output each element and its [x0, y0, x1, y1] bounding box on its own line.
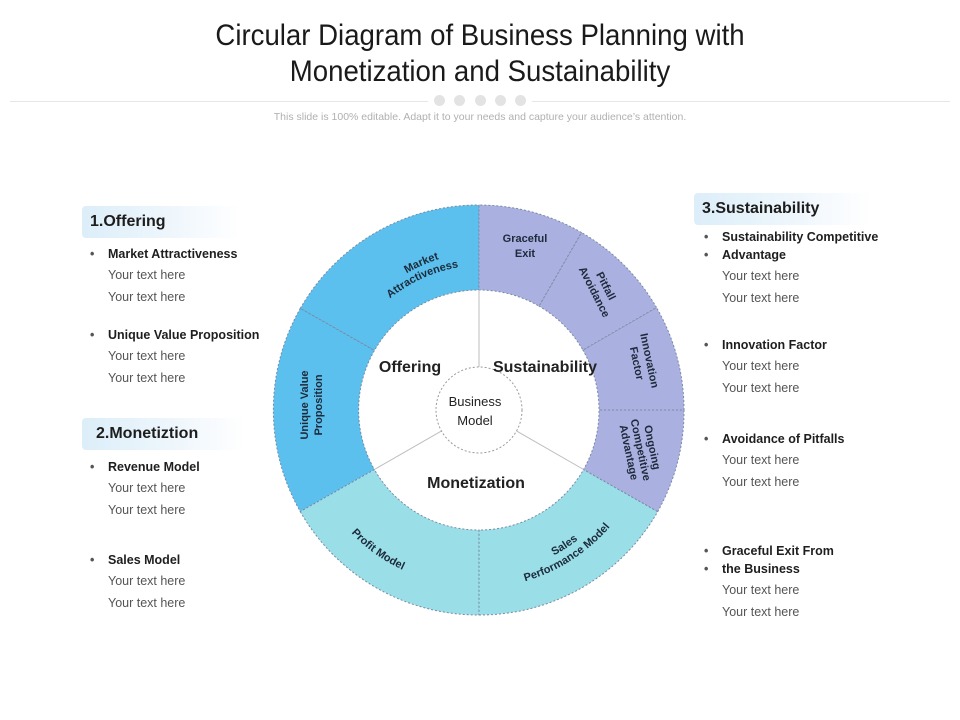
- divider-dot: [494, 95, 506, 106]
- item-text: Your text here: [722, 605, 800, 619]
- segment-ongoing-competitive-advantage: [582, 409, 685, 513]
- item-text: Your text here: [108, 349, 186, 363]
- inner-divider-right: [515, 429, 584, 470]
- item-title: Sales Model: [90, 551, 290, 570]
- segment-graceful-exit: [478, 204, 583, 307]
- sustainability-header: 3.Sustainability: [694, 193, 872, 225]
- subtitle: This slide is 100% editable. Adapt it to…: [273, 111, 687, 123]
- title-line-1: Circular Diagram of Business Planning wi…: [215, 19, 745, 52]
- item-title: Avoidance of Pitfalls: [704, 430, 924, 449]
- item-text: Your text here: [108, 290, 186, 304]
- divider-dot: [454, 95, 466, 106]
- item-text: Your text here: [108, 371, 186, 385]
- divider-dots: [428, 95, 532, 107]
- item-text: Your text here: [722, 453, 800, 467]
- segment-market-attractiveness: [299, 204, 480, 352]
- inner-label-offering: Offering: [379, 359, 441, 376]
- divider-dot: [515, 95, 526, 106]
- segment-label-text: Unique Value: [299, 370, 311, 439]
- segment-sales-performance-model: [478, 468, 659, 616]
- item-text: Your text here: [722, 381, 800, 395]
- divider-dot: [434, 95, 445, 106]
- item-title: Market Attractiveness: [90, 245, 290, 264]
- item-title: Revenue Model: [90, 458, 290, 477]
- item-title: Graceful Exit From: [704, 542, 924, 561]
- offering-header: 1.Offering: [82, 206, 240, 238]
- item-text: Your text here: [722, 359, 800, 373]
- sustainability-item-innovation-factor: Innovation Factor Your text here Your te…: [704, 336, 924, 399]
- divider-dot: [474, 95, 486, 106]
- item-title: Unique Value Proposition: [90, 326, 290, 345]
- monetization-header: 2.Monetiztion: [82, 418, 246, 450]
- item-title-cont: the Business: [704, 560, 924, 579]
- segment-label-graceful-exit-1: Graceful: [503, 233, 548, 245]
- title-line-2: Monetization and Sustainability: [289, 55, 671, 88]
- item-text: Your text here: [722, 269, 800, 283]
- segment-profit-model: [299, 468, 480, 616]
- item-text: Your text here: [108, 268, 186, 282]
- item-text: Your text here: [722, 583, 800, 597]
- item-text: Your text here: [722, 291, 800, 305]
- item-title-line2: the Business: [722, 562, 800, 576]
- inner-label-monetization: Monetization: [427, 475, 525, 492]
- monetization-item-revenue-model: Revenue Model Your text here Your text h…: [90, 458, 290, 521]
- segment-pitfall-avoidance: [538, 231, 658, 351]
- monetization-item-sales-model: Sales Model Your text here Your text her…: [90, 551, 290, 614]
- segment-label-graceful-exit-2: Exit: [515, 248, 536, 260]
- page-title: Circular Diagram of Business Planning wi…: [38, 18, 921, 90]
- item-text: Your text here: [108, 596, 186, 610]
- item-title: Sustainability Competitive: [704, 228, 924, 247]
- item-text: Your text here: [108, 503, 186, 517]
- item-title-line2: Advantage: [722, 248, 786, 262]
- center-circle: [435, 366, 523, 454]
- item-text: Your text here: [722, 475, 800, 489]
- inner-label-sustainability: Sustainability: [493, 359, 597, 376]
- item-text: Your text here: [108, 574, 186, 588]
- sustainability-item-graceful-exit: Graceful Exit From the Business Your tex…: [704, 542, 924, 623]
- sustainability-item-avoidance-of-pitfalls: Avoidance of Pitfalls Your text here You…: [704, 430, 924, 493]
- inner-divider-left: [374, 429, 443, 470]
- center-label-1: Business: [449, 394, 502, 409]
- sustainability-item-competitive-advantage: Sustainability Competitive Advantage You…: [704, 228, 924, 309]
- segment-label-unique-value-proposition: Unique Value Proposition: [299, 370, 325, 439]
- offering-item-market-attractiveness: Market Attractiveness Your text here You…: [90, 245, 290, 308]
- center-label-2: Model: [457, 413, 493, 428]
- item-title: Innovation Factor: [704, 336, 924, 355]
- item-text: Your text here: [108, 481, 186, 495]
- segment-label-text: Proposition: [313, 374, 325, 435]
- offering-item-unique-value: Unique Value Proposition Your text here …: [90, 326, 290, 389]
- segment-innovation-factor: [582, 306, 685, 411]
- item-title-cont: Advantage: [704, 246, 924, 265]
